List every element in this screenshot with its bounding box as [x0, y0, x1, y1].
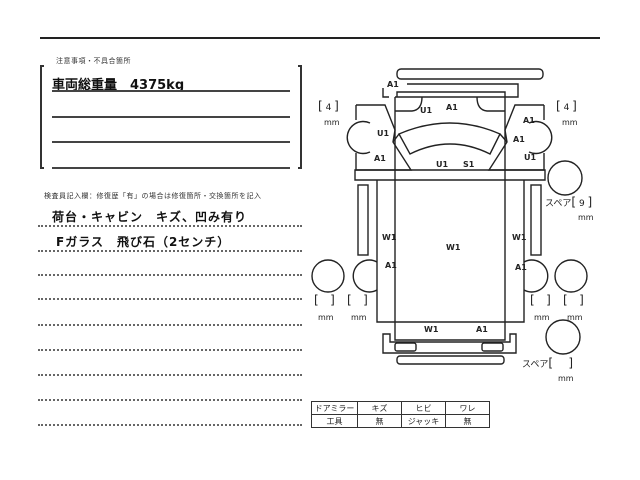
- equipment-table: ドアミラー キズ ヒビ ワレ 工具 無 ジャッキ 無: [311, 401, 490, 428]
- windshield: [398, 122, 501, 155]
- label-right-door-u1: U1: [524, 153, 536, 162]
- label-left-w1: W1: [382, 233, 397, 242]
- label-rear-a1: A1: [476, 325, 488, 334]
- bed-inner: [394, 170, 506, 341]
- notes-caption: 注意事項・不具合箇所: [56, 57, 131, 65]
- tire-rear-left-outer-depth: [ ]: [314, 293, 335, 307]
- tire-rear-left-inner-depth: [ ]: [347, 293, 368, 307]
- inspector-line-1: [38, 225, 302, 227]
- table-row: ドアミラー キズ ヒビ ワレ: [311, 401, 490, 415]
- unit-rear-left-outer: mm: [318, 313, 334, 322]
- inspector-line-6: [38, 349, 302, 351]
- depth-value: 4: [325, 103, 332, 113]
- right-rail: [530, 184, 542, 256]
- cab-corner-right: [476, 96, 505, 112]
- unit-rear-left-inner: mm: [351, 313, 367, 322]
- note-line-3: [52, 141, 290, 143]
- spare-label: スペア: [545, 199, 572, 209]
- label-hood-u1: U1: [420, 106, 432, 115]
- cab-base: [354, 169, 546, 181]
- bed-outer: [376, 180, 525, 323]
- inspector-line-8: [38, 399, 302, 401]
- inspector-line-2: [38, 250, 302, 252]
- unit-rear-right-inner: mm: [534, 313, 550, 322]
- label-top-a1: A1: [387, 80, 399, 89]
- label-right-w1: W1: [512, 233, 527, 242]
- label-rear-w1: W1: [424, 325, 439, 334]
- tire-rear-right-inner-depth: [ ]: [530, 293, 551, 307]
- table-cell: キズ: [357, 401, 402, 415]
- front-corner-left: [382, 88, 389, 98]
- bracket-left: [40, 65, 44, 169]
- tire-spare-bottom: [545, 319, 581, 355]
- unit-spare-bottom: mm: [558, 374, 574, 383]
- note-line-1-text: 車両総重量 4375kg: [52, 78, 185, 93]
- label-right-door-a1-mid: A1: [513, 135, 525, 144]
- unit-rear-right-outer: mm: [567, 313, 583, 322]
- table-cell: ジャッキ: [401, 414, 446, 428]
- label-left-a1: A1: [385, 261, 397, 270]
- tire-front-left-depth: [ 4 ]: [318, 99, 339, 113]
- spare-label: スペア: [522, 360, 549, 370]
- header-rule: [40, 37, 600, 39]
- bracket-right: [298, 65, 302, 169]
- note-line-2: [52, 116, 290, 118]
- table-cell: ドアミラー: [311, 401, 358, 415]
- depth-value: 9: [578, 199, 585, 209]
- inspector-line-5: [38, 324, 302, 326]
- table-cell: ワレ: [445, 401, 490, 415]
- inspector-line-7: [38, 374, 302, 376]
- table-cell: 工具: [311, 414, 358, 428]
- tire-spare-bottom-depth: スペア[ ]: [522, 356, 573, 370]
- tire-rear-right-outer-depth: [ ]: [563, 293, 584, 307]
- rear-light-right: [481, 342, 504, 352]
- rear-step: [396, 355, 505, 365]
- cab-corner-left: [395, 96, 423, 112]
- tire-rear-right-inner: [523, 259, 549, 293]
- front-bumper: [396, 68, 544, 80]
- label-right-door-a1-top: A1: [523, 116, 535, 125]
- inspector-line-1-text: 荷台・キャビン キズ、凹み有り: [52, 210, 248, 224]
- notes-box: [40, 65, 302, 169]
- note-line-1: [52, 90, 290, 92]
- note-line-4: [52, 167, 290, 169]
- tire-front-right-depth: [ 4 ]: [556, 99, 577, 113]
- table-cell: 無: [445, 414, 490, 428]
- tire-rear-left-inner: [352, 259, 378, 293]
- inspector-line-9: [38, 424, 302, 426]
- label-left-door-a1: A1: [374, 154, 386, 163]
- inspector-line-4: [38, 298, 302, 300]
- label-windshield-s1: S1: [463, 160, 475, 169]
- label-right-a1: A1: [515, 263, 527, 272]
- tire-rear-left-outer: [311, 259, 345, 293]
- label-bed-w1: W1: [446, 243, 461, 252]
- unit-front-left: mm: [324, 118, 340, 127]
- left-rail: [357, 184, 369, 256]
- tire-front-left: [346, 120, 371, 155]
- inspector-line-3: [38, 274, 302, 276]
- table-cell: ヒビ: [401, 401, 446, 415]
- unit-front-right: mm: [562, 118, 578, 127]
- front-panel: [396, 83, 519, 98]
- rear-bumper: [382, 333, 517, 354]
- left-pillar: [392, 133, 400, 143]
- inspector-line-2-text: Fガラス 飛び石（2センチ）: [56, 235, 231, 249]
- label-windshield-u1: U1: [436, 160, 448, 169]
- table-cell: 無: [357, 414, 402, 428]
- tire-spare-top-depth: スペア[ 9 ]: [545, 195, 593, 209]
- tire-front-right: [528, 120, 553, 155]
- unit-spare-top: mm: [578, 213, 594, 222]
- right-pillar: [499, 133, 508, 143]
- table-row: 工具 無 ジャッキ 無: [311, 414, 490, 428]
- inspector-caption: 検査員記入欄：修復歴「有」の場合は修復箇所・交換箇所を記入: [44, 192, 262, 200]
- label-left-door-u1: U1: [377, 129, 389, 138]
- depth-value: 4: [563, 103, 570, 113]
- label-hood-a1: A1: [446, 103, 458, 112]
- rear-light-left: [394, 342, 417, 352]
- tire-rear-right-outer: [554, 259, 588, 293]
- tire-spare-top: [547, 160, 583, 196]
